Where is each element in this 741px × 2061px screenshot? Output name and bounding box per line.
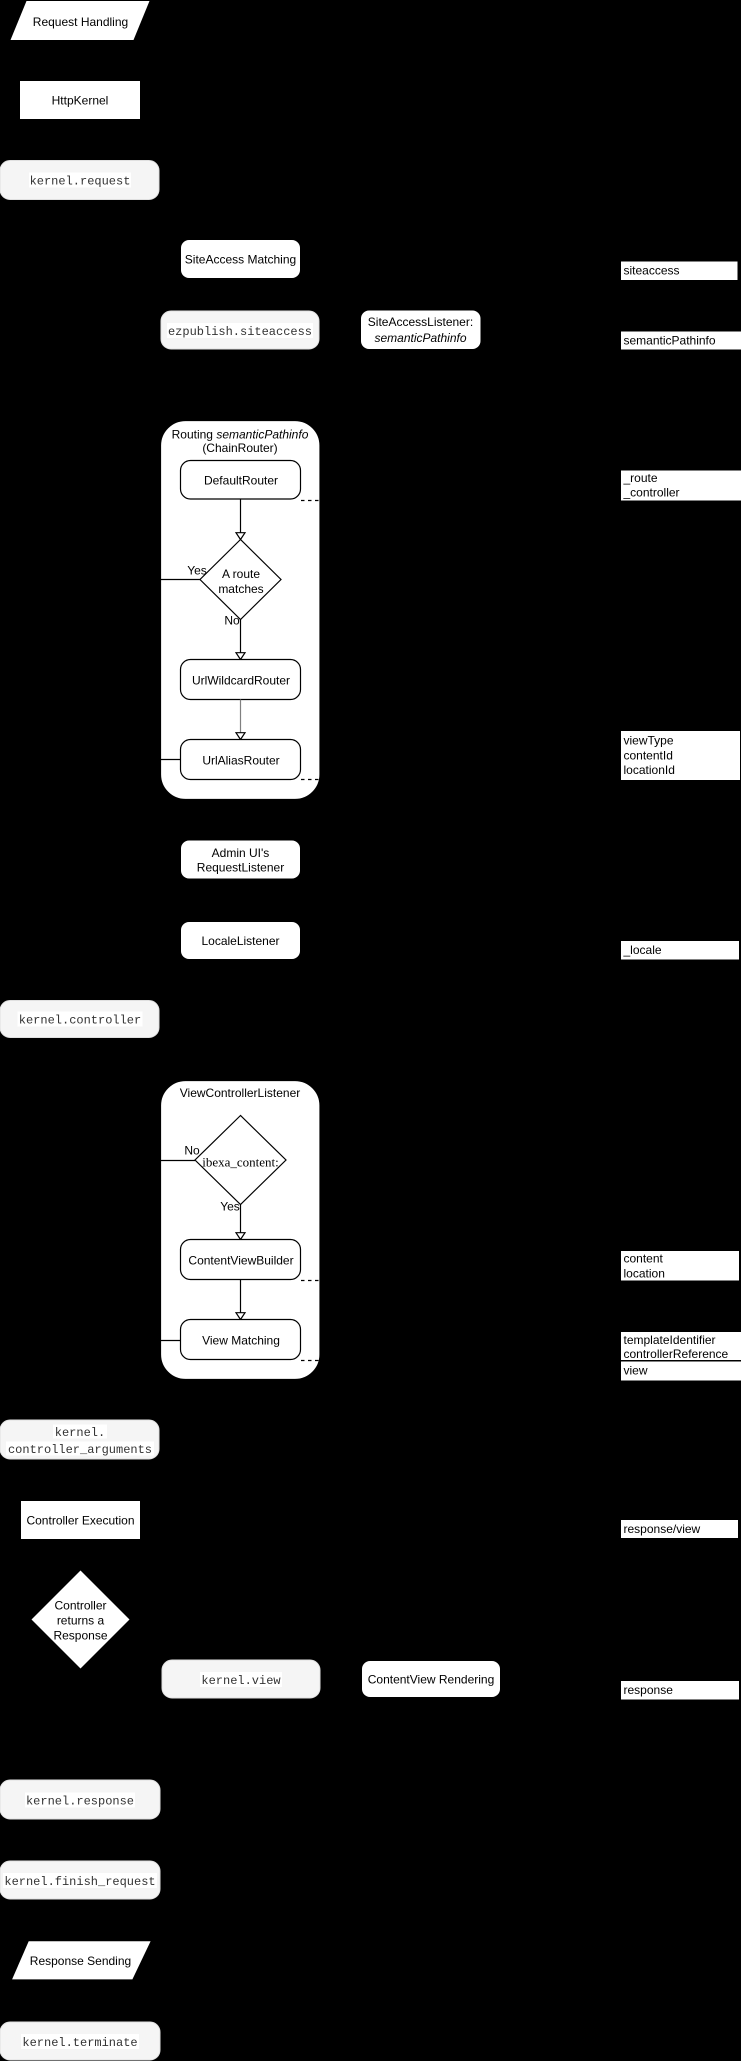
svg-text:Yes: Yes [220,1200,240,1214]
svg-text:returns a: returns a [57,1614,105,1628]
svg-text:kernel.controller: kernel.controller [19,1013,141,1027]
svg-text:response/view: response/view [624,1522,701,1536]
svg-text:Request Handling: Request Handling [33,15,128,29]
svg-text:SiteAccessListener:: SiteAccessListener: [368,315,473,329]
svg-text:kernel.request: kernel.request [30,175,131,189]
svg-text:DefaultRouter: DefaultRouter [204,474,278,488]
svg-text:_route: _route [623,471,658,485]
svg-text:siteaccess: siteaccess [624,263,680,277]
svg-text:View Matching: View Matching [202,1334,280,1348]
svg-text:ContentViewBuilder: ContentViewBuilder [188,1254,293,1268]
svg-text:semanticPathinfo: semanticPathinfo [624,333,716,347]
svg-text:ibexa_content:: ibexa_content: [202,1155,279,1170]
svg-text:ViewControllerListener: ViewControllerListener [180,1086,301,1100]
svg-text:_locale: _locale [623,943,662,957]
svg-text:controller_arguments: controller_arguments [8,1443,152,1457]
svg-text:location: location [624,1266,665,1280]
svg-text:view: view [624,1363,648,1377]
svg-text:Controller Execution: Controller Execution [26,1514,134,1528]
svg-text:locationId: locationId [624,763,675,777]
svg-text:semanticPathinfo: semanticPathinfo [374,331,466,345]
svg-text:SiteAccess Matching: SiteAccess Matching [185,253,296,267]
svg-text:Response Sending: Response Sending [30,1954,131,1968]
svg-text:UrlAliasRouter: UrlAliasRouter [202,754,279,768]
svg-text:kernel.view: kernel.view [201,1674,281,1688]
svg-text:Yes: Yes [187,564,207,578]
svg-text:kernel.: kernel. [55,1426,105,1440]
svg-text:ContentView Rendering: ContentView Rendering [368,1673,495,1687]
svg-text:contentId: contentId [624,748,673,762]
svg-text:Routing semanticPathinfo: Routing semanticPathinfo [172,428,309,442]
svg-text:templateIdentifier: templateIdentifier [624,1333,716,1347]
svg-text:No: No [224,614,240,628]
svg-text:Controller: Controller [54,1599,106,1613]
svg-text:RequestListener: RequestListener [197,861,284,875]
svg-text:viewType: viewType [624,733,674,747]
svg-text:content: content [624,1252,664,1266]
svg-text:kernel.finish_request: kernel.finish_request [4,1875,155,1889]
svg-text:matches: matches [218,582,263,596]
svg-text:A route: A route [222,567,260,581]
svg-text:kernel.terminate: kernel.terminate [22,2036,137,2050]
svg-text:LocaleListener: LocaleListener [201,934,279,948]
svg-text:No: No [184,1144,200,1158]
svg-text:_controller: _controller [623,486,680,500]
svg-text:Admin UI's: Admin UI's [212,846,270,860]
svg-text:(ChainRouter): (ChainRouter) [202,441,277,455]
svg-text:HttpKernel: HttpKernel [52,94,109,108]
svg-text:kernel.response: kernel.response [26,1795,134,1809]
svg-text:response: response [624,1683,674,1697]
svg-text:controllerReference: controllerReference [624,1347,729,1361]
svg-text:Response: Response [53,1629,107,1643]
svg-text:UrlWildcardRouter: UrlWildcardRouter [192,674,290,688]
svg-text:ezpublish.siteaccess: ezpublish.siteaccess [168,325,312,339]
